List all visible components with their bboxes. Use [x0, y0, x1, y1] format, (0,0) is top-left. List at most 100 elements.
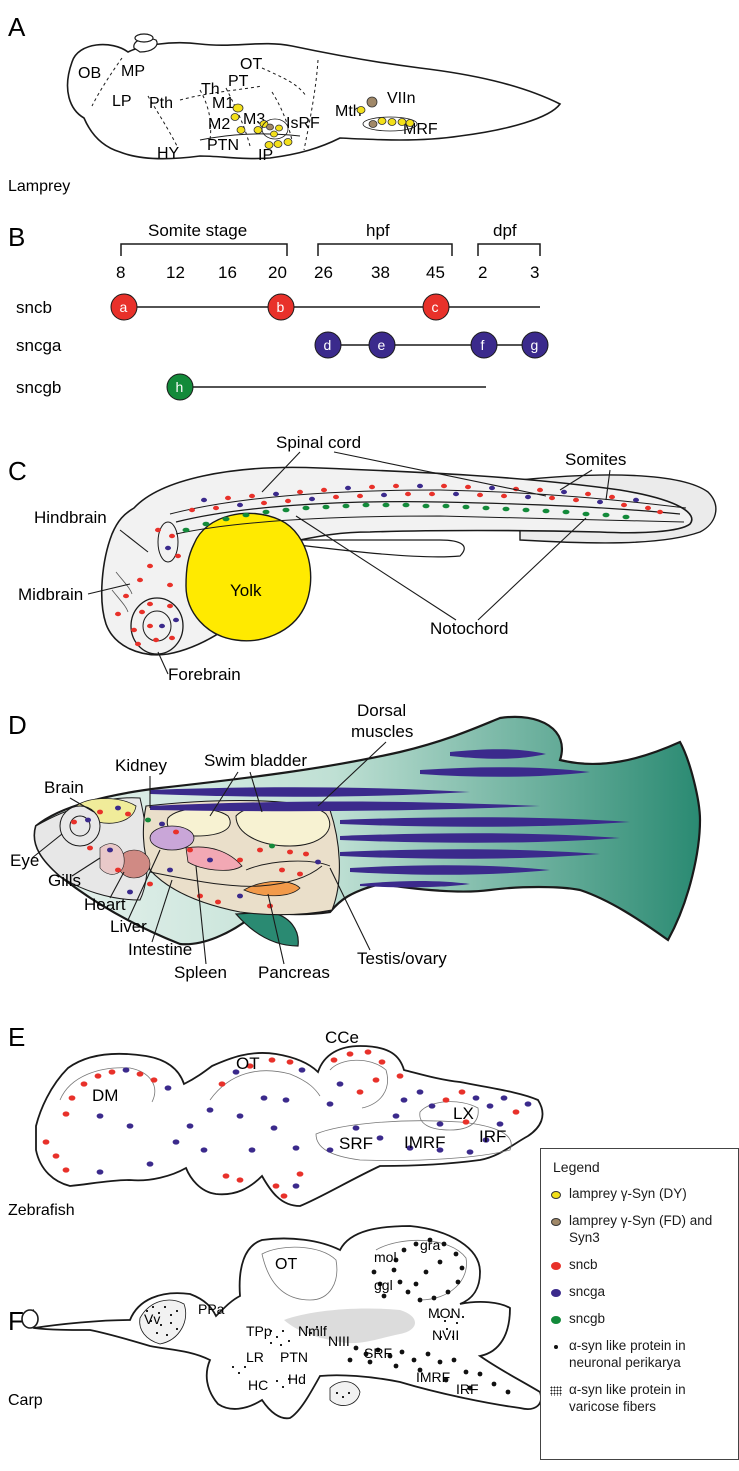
panel-a: A OB MP LP Th PT OT Pth M1 M2 M3 IsRF HY…: [8, 12, 560, 195]
red-dot-icon: [549, 1258, 563, 1272]
label-dm: DM: [92, 1086, 118, 1105]
legend-label: lamprey γ-Syn (FD) and Syn3: [569, 1212, 732, 1246]
node-b: b: [268, 294, 294, 320]
label-notochord: Notochord: [430, 619, 508, 638]
panel-a-letter: A: [8, 12, 26, 42]
label-viin: VIIn: [387, 90, 415, 107]
label-lx: LX: [453, 1104, 474, 1123]
node-h: h: [167, 374, 193, 400]
label-yolk: Yolk: [230, 581, 262, 600]
label-gra: gra: [420, 1237, 440, 1253]
label-intestine: Intestine: [128, 940, 192, 959]
label-mon: MON: [428, 1305, 461, 1321]
fish-liver: [150, 826, 194, 850]
node-g: g: [522, 332, 548, 358]
label-imrf: IMRF: [416, 1369, 450, 1385]
label-muscles: muscles: [351, 722, 413, 741]
label-m2: M2: [208, 116, 230, 133]
tick-12: 12: [166, 263, 185, 282]
node-a: a: [111, 294, 137, 320]
brown-dot-icon: [549, 1214, 563, 1228]
group-somite-label: Somite stage: [148, 221, 247, 240]
legend-item-sncga: sncga: [549, 1283, 732, 1300]
label-hy: HY: [157, 145, 180, 162]
node-h-label: h: [176, 379, 184, 395]
tick-8: 8: [116, 263, 125, 282]
legend-item-lamprey-fd: lamprey γ-Syn (FD) and Syn3: [549, 1212, 732, 1246]
label-ot: OT: [240, 56, 262, 73]
label-heart: Heart: [84, 895, 126, 914]
label-pth: Pth: [149, 95, 173, 112]
node-b-label: b: [277, 299, 285, 315]
legend-item-lamprey-dy: lamprey γ-Syn (DY): [549, 1185, 732, 1202]
gene-sncga: sncga: [16, 336, 62, 355]
node-a-label: a: [120, 299, 128, 315]
label-dorsal: Dorsal: [357, 701, 406, 720]
label-ggl: ggl: [374, 1277, 393, 1293]
label-imrf: IMRF: [404, 1133, 446, 1152]
label-mp: MP: [121, 63, 145, 80]
panel-e: E: [8, 1022, 543, 1219]
label-hd: Hd: [288, 1371, 306, 1387]
label-cce: CCe: [325, 1028, 359, 1047]
label-vv: Vv: [144, 1311, 160, 1327]
timeline-nodes: a b c d e f g h: [111, 294, 548, 400]
label-irf: IRF: [479, 1127, 506, 1146]
label-eye: Eye: [10, 851, 39, 870]
panel-a-caption: Lamprey: [8, 178, 70, 195]
label-ob: OB: [78, 65, 101, 82]
panel-f-caption: Carp: [8, 1392, 43, 1409]
label-testis-ovary: Testis/ovary: [357, 949, 447, 968]
panel-d: D: [8, 701, 700, 982]
tick-45: 45: [426, 263, 445, 282]
tick-20: 20: [268, 263, 287, 282]
panel-e-letter: E: [8, 1022, 25, 1052]
carp-olfactory-bulb: [22, 1310, 38, 1328]
tick-3: 3: [530, 263, 539, 282]
legend-label: sncgb: [569, 1310, 605, 1327]
legend-label: lamprey γ-Syn (DY): [569, 1185, 687, 1202]
label-isrf: IsRF: [286, 115, 320, 132]
label-pancreas: Pancreas: [258, 963, 330, 982]
label-srf: SRF: [339, 1134, 373, 1153]
label-hc: HC: [248, 1377, 268, 1393]
label-spleen: Spleen: [174, 963, 227, 982]
node-e-label: e: [378, 337, 386, 353]
group-hpf-label: hpf: [366, 221, 390, 240]
label-midbrain: Midbrain: [18, 585, 83, 604]
label-ot: OT: [275, 1256, 297, 1273]
group-dpf-label: dpf: [493, 221, 517, 240]
lamprey-brain-outline: [68, 43, 560, 159]
panel-c: C: [8, 433, 716, 684]
legend-label: sncb: [569, 1256, 598, 1273]
lamprey-pineal-top: [135, 34, 153, 42]
legend-label: sncga: [569, 1283, 605, 1300]
label-somites: Somites: [565, 450, 626, 469]
node-d: d: [315, 332, 341, 358]
node-c-label: c: [432, 299, 439, 315]
label-forebrain: Forebrain: [168, 665, 241, 684]
label-spinal-cord: Spinal cord: [276, 433, 361, 452]
yellow-dot-icon: [549, 1187, 563, 1201]
fish-pelvic-fin: [236, 912, 298, 946]
panel-b: B Somite stage hpf dpf 8 12 16 20 26 38 …: [8, 221, 548, 400]
stipple-icon: [549, 1383, 563, 1397]
label-lr: LR: [246, 1349, 264, 1365]
label-niii: NIII: [328, 1333, 350, 1349]
node-f: f: [471, 332, 497, 358]
legend-item-perikarya: α-syn like protein in neuronal perikarya: [549, 1337, 732, 1371]
node-g-label: g: [531, 337, 539, 353]
label-ptn: PTN: [280, 1349, 308, 1365]
label-pt: PT: [228, 73, 249, 90]
node-f-label: f: [481, 337, 485, 353]
tick-26: 26: [314, 263, 333, 282]
legend-title: Legend: [553, 1159, 732, 1175]
label-ot: OT: [236, 1054, 260, 1073]
black-dot-icon: [549, 1339, 563, 1353]
tick-38: 38: [371, 263, 390, 282]
bracket-somite: [121, 244, 287, 256]
label-m1: M1: [212, 95, 234, 112]
label-mol: mol: [374, 1249, 397, 1265]
green-dot-icon: [549, 1312, 563, 1326]
label-kidney: Kidney: [115, 756, 167, 775]
